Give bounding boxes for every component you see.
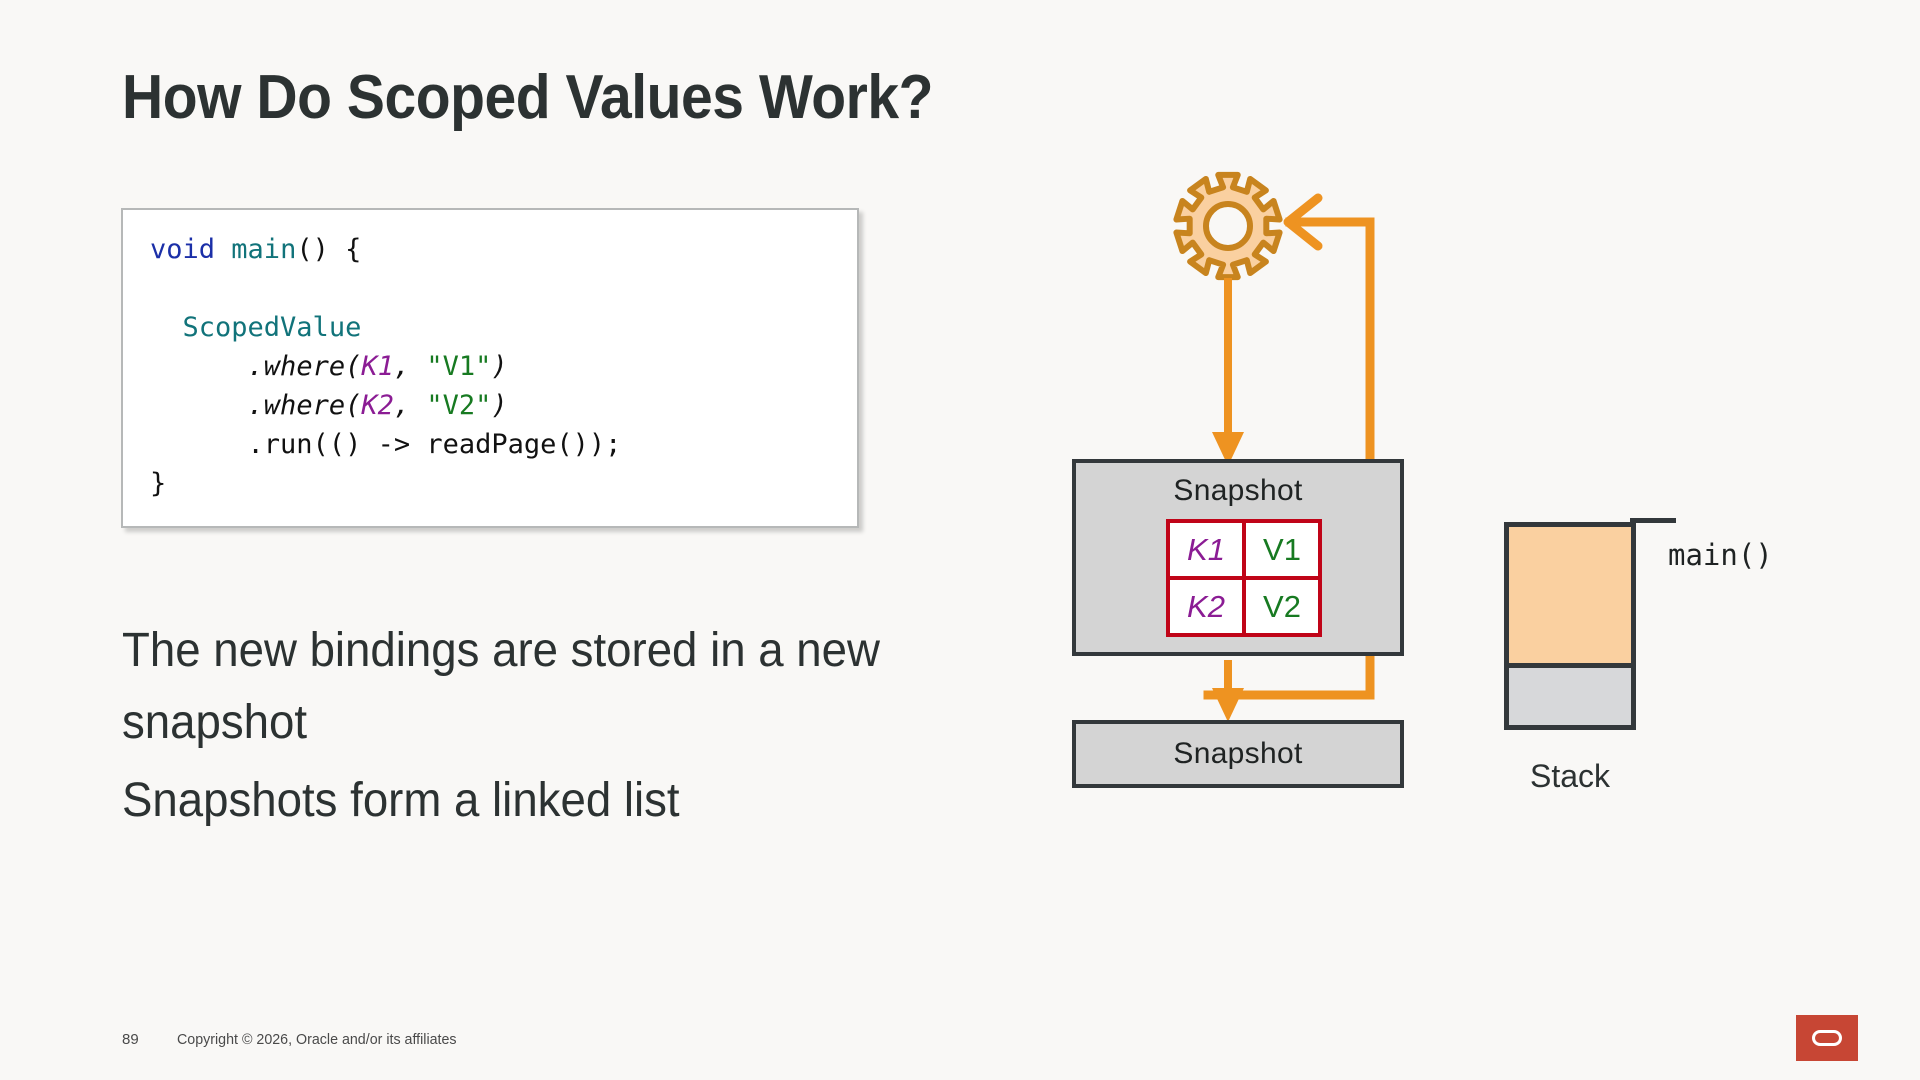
code-token: }	[150, 468, 167, 499]
code-token: "V2"	[426, 390, 492, 421]
code-token: "V1"	[426, 351, 492, 382]
code-token: main	[231, 234, 297, 265]
footer-page-number: 89	[122, 1031, 139, 1048]
code-token	[150, 351, 248, 382]
code-token: )	[491, 351, 508, 382]
stack-frame-label: main()	[1668, 538, 1773, 572]
code-token: .where(	[247, 390, 362, 421]
oracle-logo	[1796, 1015, 1858, 1061]
binding-key: K1	[1166, 519, 1246, 580]
snapshot-bottom-label: Snapshot	[1173, 737, 1303, 770]
code-token: () {	[296, 234, 362, 265]
code-token: .run(() -> readPage());	[150, 429, 622, 460]
diagram-vector	[1173, 171, 1375, 722]
page-title: How Do Scoped Values Work?	[122, 63, 934, 132]
stack-leader-line	[1630, 518, 1676, 523]
code-token: K2	[361, 390, 394, 421]
binding-key: K2	[1166, 576, 1246, 637]
code-token: ,	[393, 351, 427, 382]
code-token: )	[491, 390, 508, 421]
code-block: void main() { ScopedValue .where(K1, "V1…	[121, 208, 859, 528]
binding-value: V1	[1242, 519, 1322, 580]
binding-value: V2	[1242, 576, 1322, 637]
code-token	[150, 390, 248, 421]
arrow-gear-to-snapshot	[1212, 278, 1244, 466]
body-paragraph: The new bindings are stored in a new sna…	[122, 624, 880, 749]
code-token: ,	[393, 390, 427, 421]
stack-label: Stack	[1529, 758, 1611, 794]
oracle-ring-icon	[1812, 1030, 1842, 1046]
snapshot-box-bottom: Snapshot	[1072, 720, 1404, 788]
body-paragraph: Snapshots form a linked list	[122, 774, 680, 827]
code-token: void	[150, 234, 216, 265]
stack-frame-base	[1504, 663, 1636, 730]
code-token	[215, 234, 231, 265]
code-token: .where(	[247, 351, 362, 382]
footer-copyright: Copyright © 2026, Oracle and/or its affi…	[177, 1031, 457, 1048]
code-text: void main() { ScopedValue .where(K1, "V1…	[150, 230, 621, 503]
code-token	[150, 312, 183, 343]
stack-frame-main	[1504, 522, 1636, 663]
diagram	[1040, 170, 1880, 830]
gear-icon	[1173, 171, 1283, 281]
code-token: ScopedValue	[182, 312, 362, 343]
code-token: K1	[361, 351, 394, 382]
body-text: The new bindings are stored in a new sna…	[122, 615, 939, 843]
arrow-stack-to-gear	[1203, 193, 1375, 700]
snapshot-top-label: Snapshot	[1173, 474, 1303, 507]
